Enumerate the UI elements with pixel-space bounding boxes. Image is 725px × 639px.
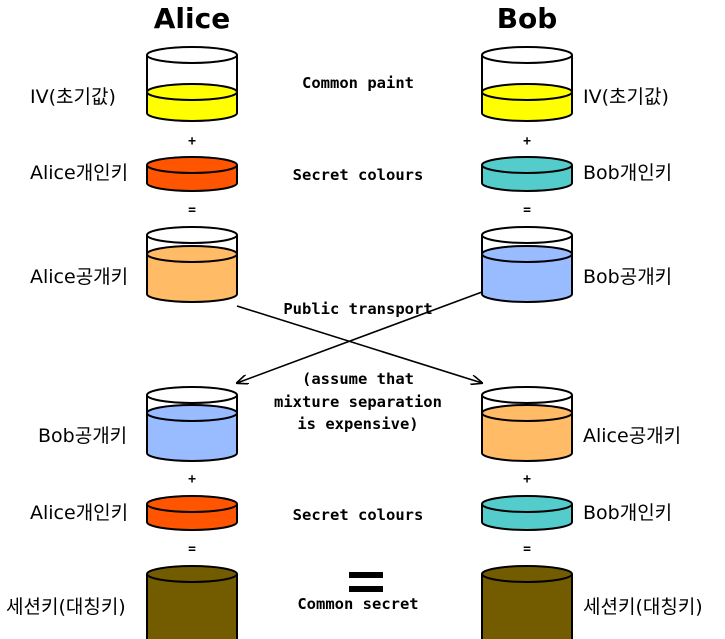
bob-private-key-label: Bob개인키 <box>583 162 672 184</box>
bob-common-paint-jar <box>481 46 573 122</box>
common-paint-label: Common paint <box>302 74 414 92</box>
bob-equals-2: = <box>523 542 531 557</box>
bob-iv-label: IV(초기값) <box>583 86 669 108</box>
alice-to-bob-arrow <box>236 305 482 383</box>
bob-equals-1: = <box>523 203 531 218</box>
assume-note-line-1: (assume that <box>302 370 414 388</box>
bob-common-secret-jar <box>481 565 573 639</box>
alice-equals-2: = <box>188 542 196 557</box>
bob-session-key-label: 세션키(대칭키) <box>583 596 703 618</box>
alice-plus-1: + <box>188 134 196 149</box>
alice-common-secret-jar <box>146 565 238 639</box>
alice-plus-2: + <box>188 472 196 487</box>
alice-session-key-label: 세션키(대칭키) <box>6 596 126 618</box>
bob-received-mix-jar <box>481 386 573 462</box>
bob-public-key-label: Bob공개키 <box>583 266 672 288</box>
alice-received-mix-jar <box>146 386 238 462</box>
alice-public-key-label: Alice공개키 <box>30 266 128 288</box>
bob-public-mix-jar <box>481 226 573 303</box>
alice-private-key-label: Alice개인키 <box>30 162 128 184</box>
bob-plus-2: + <box>523 472 531 487</box>
secret-colours-label-1: Secret colours <box>293 166 424 184</box>
bob-received-key-label: Alice공개키 <box>583 425 681 447</box>
public-transport-label: Public transport <box>283 300 432 318</box>
assume-note-line-3: is expensive) <box>297 415 418 433</box>
alice-title: Alice <box>154 2 230 35</box>
bob-secret-disc-2 <box>481 495 573 531</box>
bob-plus-1: + <box>523 134 531 149</box>
alice-received-key-label: Bob공개키 <box>38 425 127 447</box>
bob-to-alice-arrow <box>237 291 483 383</box>
alice-iv-label: IV(초기값) <box>30 86 116 108</box>
assume-note-line-2: mixture separation <box>274 393 442 411</box>
bob-title: Bob <box>497 2 558 35</box>
alice-common-paint-jar <box>146 46 238 122</box>
alice-private-key-label-2: Alice개인키 <box>30 502 128 524</box>
alice-public-mix-jar <box>146 226 238 303</box>
alice-secret-disc-2 <box>146 495 238 531</box>
alice-secret-disc <box>146 156 238 192</box>
bob-secret-disc <box>481 156 573 192</box>
common-secret-label: Common secret <box>297 595 418 613</box>
alice-equals-1: = <box>188 203 196 218</box>
bob-private-key-label-2: Bob개인키 <box>583 502 672 524</box>
secret-colours-label-2: Secret colours <box>293 506 424 524</box>
big-equals-sign <box>349 572 383 592</box>
